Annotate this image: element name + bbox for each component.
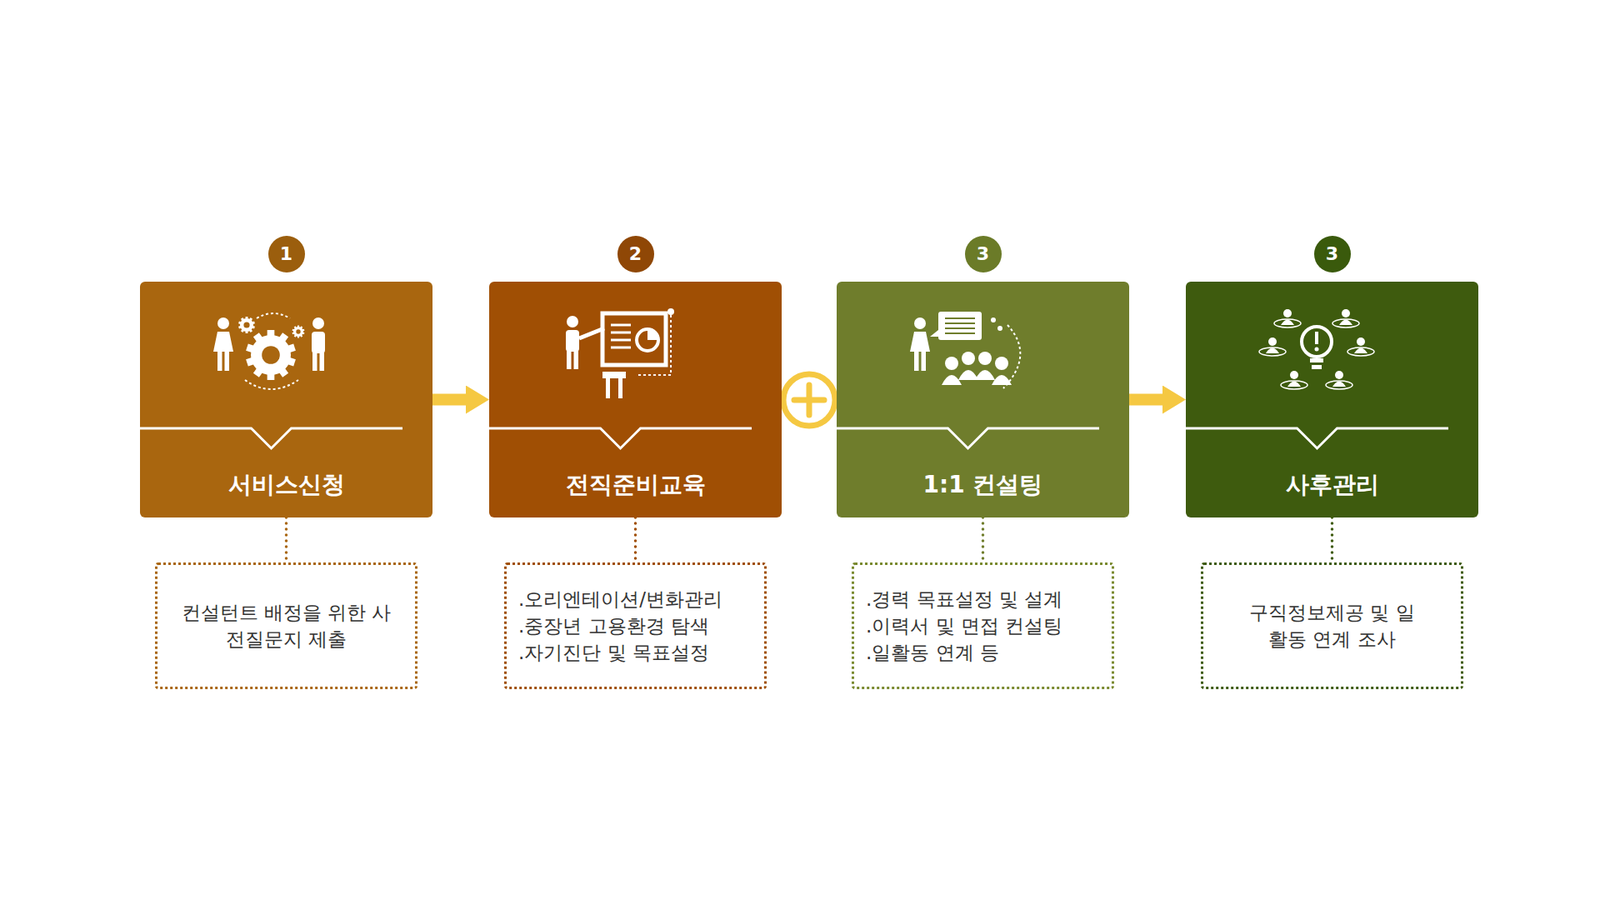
pictogram: [565, 308, 675, 399]
step-description: 컨설턴트 배정을 위한 사전질문지 제출: [173, 599, 400, 653]
description-box: .경력 목표설정 및 설계.이력서 및 면접 컨설팅.일활동 연계 등: [851, 562, 1115, 690]
process-box: 사후관리: [1185, 281, 1479, 518]
description-box: .오리엔테이션/변화관리.중장년 고용환경 탐색.자기진단 및 목표설정: [504, 562, 767, 690]
dotted-connector: [1330, 517, 1335, 563]
dotted-connector: [285, 517, 289, 563]
pictogram: [910, 311, 1020, 389]
description-box: 컨설턴트 배정을 위한 사전질문지 제출: [155, 562, 418, 690]
step-number-circle: 3: [1314, 235, 1351, 273]
step-description: .중장년 고용환경 탐색: [518, 612, 710, 640]
band-notch: [140, 428, 403, 449]
description-box: 구직정보제공 및 일활동 연계 조사: [1200, 562, 1464, 690]
band-notch: [836, 428, 1100, 449]
step-description: .자기진단 및 목표설정: [518, 639, 710, 666]
step-description: 구직정보제공 및 일활동 연계 조사: [1246, 599, 1418, 653]
process-box: 1:1 컨설팅: [836, 281, 1130, 518]
pictogram: [1259, 309, 1375, 390]
step-title: 1:1 컨설팅: [836, 452, 1130, 518]
step-number-circle: 3: [965, 235, 1002, 273]
flow-arrow: [1129, 394, 1170, 406]
step-description: .이력서 및 면접 컨설팅: [865, 612, 1063, 640]
process-box: 전직준비교육: [489, 281, 782, 518]
step-number-circle: 1: [268, 235, 305, 273]
step-description: .오리엔테이션/변화관리: [518, 585, 723, 613]
step-title: 전직준비교육: [489, 452, 782, 518]
pictogram: [213, 313, 325, 390]
step-number-circle: 2: [617, 235, 655, 273]
plus-symbol: [783, 374, 835, 426]
step-number: 3: [976, 245, 990, 264]
process-box: 서비스신청: [140, 281, 433, 518]
dotted-connector: [981, 517, 985, 563]
step-number: 2: [629, 245, 642, 264]
flow-arrow: [432, 394, 473, 406]
band-notch: [1185, 428, 1449, 449]
step-number: 3: [1325, 245, 1339, 264]
band-notch: [489, 428, 752, 449]
step-number: 1: [280, 245, 293, 264]
step-title: 사후관리: [1185, 452, 1479, 518]
step-title: 서비스신청: [140, 452, 433, 518]
dotted-connector: [634, 517, 638, 563]
step-description: .일활동 연계 등: [865, 639, 1000, 666]
step-description: .경력 목표설정 및 설계: [865, 585, 1063, 613]
